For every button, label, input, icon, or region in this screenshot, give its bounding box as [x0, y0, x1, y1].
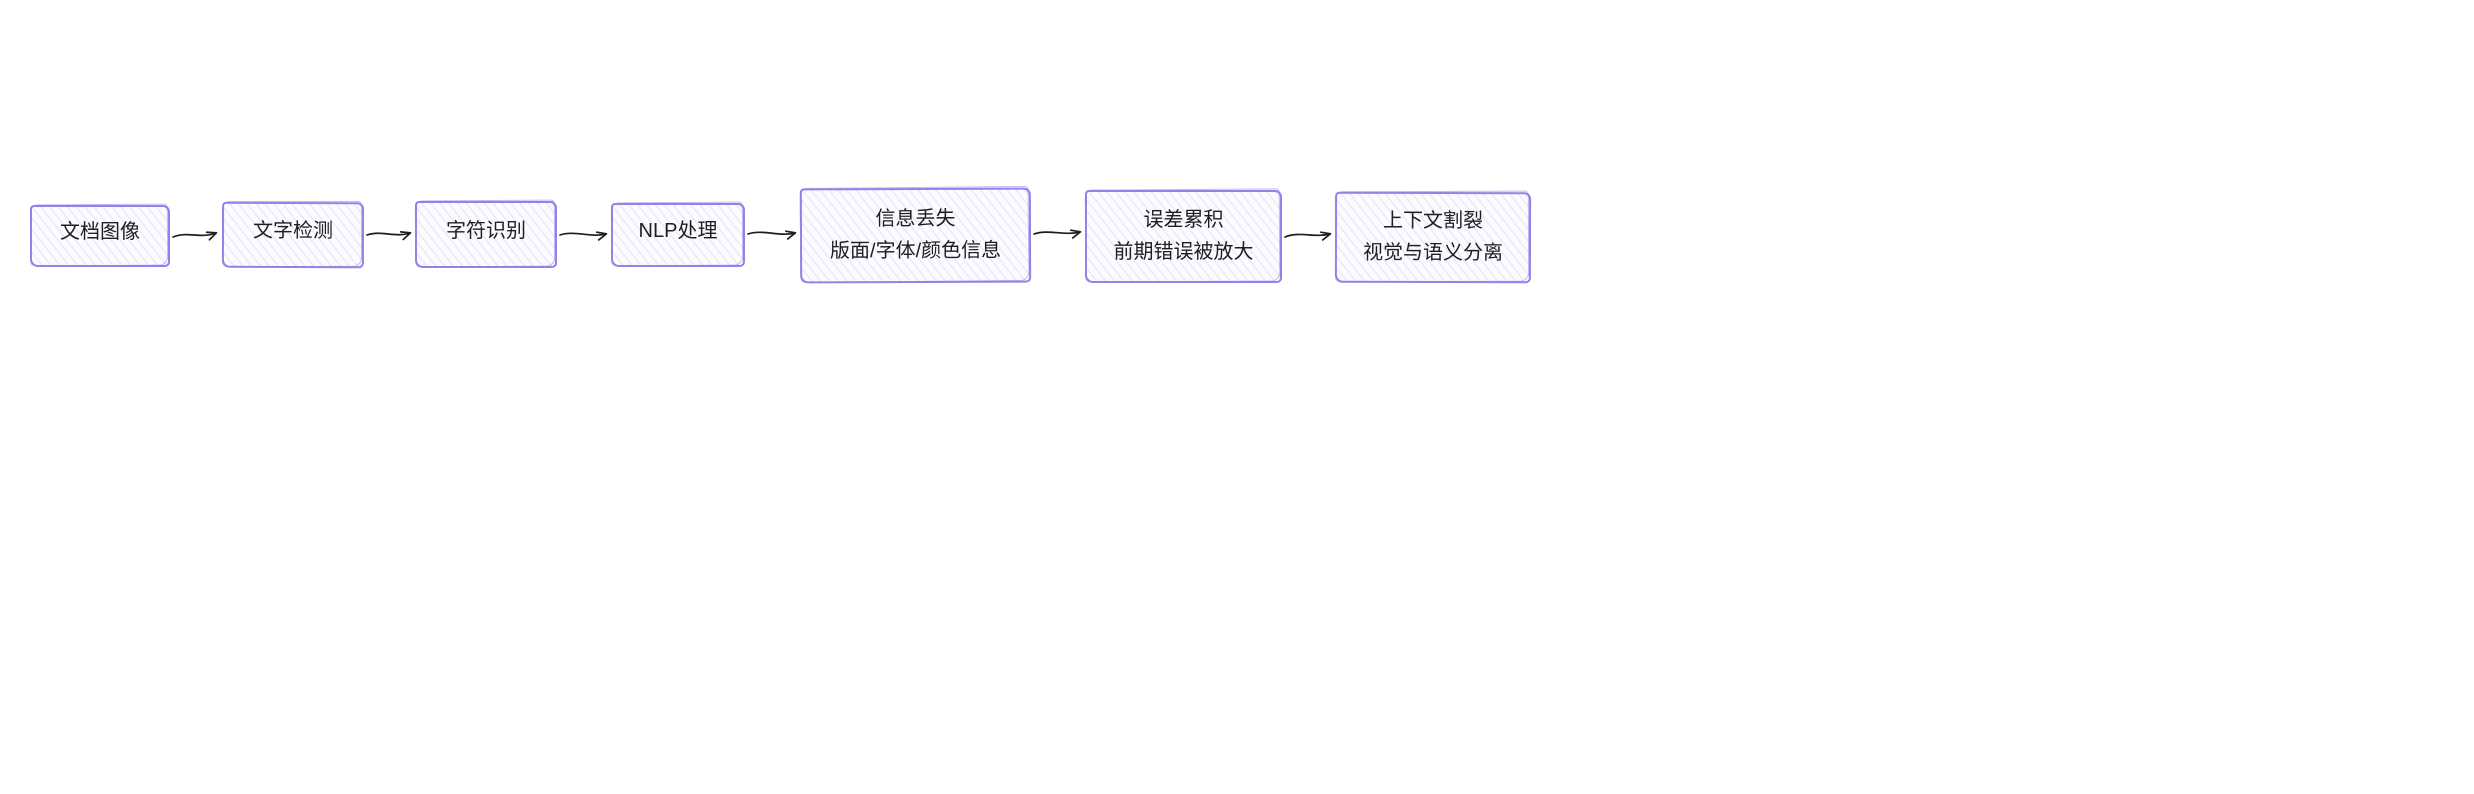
node-label: 文档图像 [60, 221, 140, 243]
node-label: 误差累积 [1143, 209, 1224, 231]
node-info-loss[interactable]: 信息丢失 版面/字体/颜色信息 [799, 187, 1032, 284]
node-context-split[interactable]: 上下文割裂 视觉与语义分离 [1334, 191, 1532, 284]
arrow-infoloss-to-err[interactable] [1033, 229, 1082, 239]
node-sublabel: 视觉与语义分离 [1362, 241, 1503, 265]
arrow-doc-to-detect[interactable] [172, 231, 218, 241]
arrow-nlp-to-infoloss[interactable] [747, 230, 797, 240]
node-label: 字符识别 [446, 219, 526, 242]
node-error-accumulation[interactable]: 误差累积 前期错误被放大 [1085, 190, 1282, 283]
node-sublabel: 前期错误被放大 [1113, 241, 1254, 263]
arrow-char-to-nlp[interactable] [559, 231, 608, 241]
arrow-err-to-context[interactable] [1284, 231, 1332, 241]
node-label: 上下文割裂 [1383, 209, 1484, 233]
node-doc-image[interactable]: 文档图像 [30, 205, 170, 267]
arrow-detect-to-char[interactable] [366, 231, 412, 241]
node-label: 信息丢失 [875, 207, 956, 231]
node-label: NLP处理 [638, 220, 718, 242]
node-nlp-processing[interactable]: NLP处理 [611, 203, 745, 267]
node-label: 文字检测 [252, 219, 334, 243]
node-sublabel: 版面/字体/颜色信息 [829, 239, 1002, 263]
node-text-detection[interactable]: 文字检测 [221, 201, 365, 269]
node-char-recognition[interactable]: 字符识别 [415, 201, 557, 268]
